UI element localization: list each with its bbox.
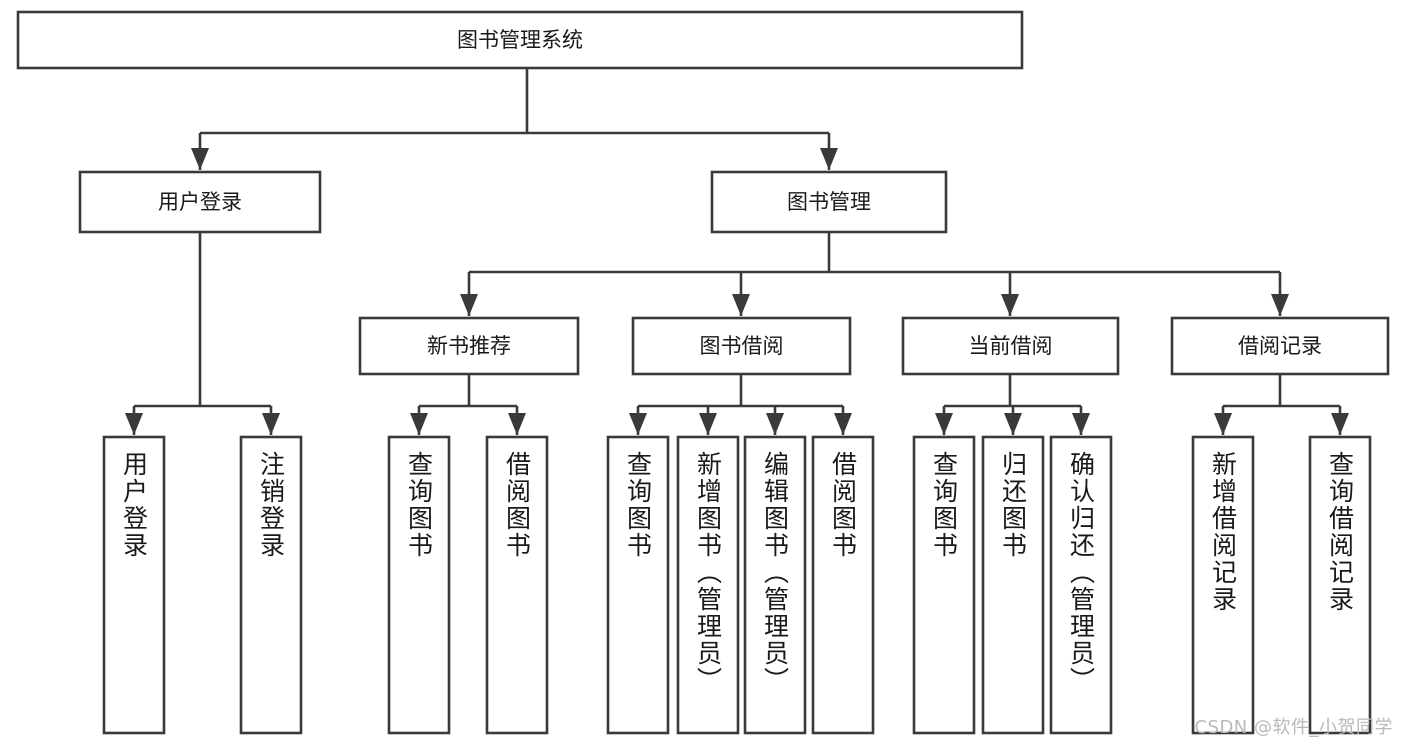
node-level3-3[interactable] — [1170, 316, 1390, 376]
node-leaf-10[interactable] — [1049, 435, 1113, 735]
connector-layer — [125, 68, 1349, 435]
arrow-head-icon — [1271, 294, 1289, 316]
arrow-head-icon — [262, 413, 280, 435]
node-leaf-9[interactable] — [981, 435, 1045, 735]
node-leaf-4[interactable] — [606, 435, 670, 735]
node-level3-label-1: 图书借阅 — [700, 334, 784, 358]
arrow-head-icon — [834, 413, 852, 435]
node-leaf-3[interactable] — [485, 435, 549, 735]
arrow-head-icon — [766, 413, 784, 435]
arrow-head-icon — [935, 413, 953, 435]
node-level3-label-3: 借阅记录 — [1238, 334, 1322, 358]
node-leaf-0[interactable] — [102, 435, 166, 735]
node-leaf-11[interactable] — [1191, 435, 1255, 735]
node-level2-label-0: 用户登录 — [158, 190, 242, 214]
node-level3-2[interactable] — [901, 316, 1120, 376]
arrow-head-icon — [820, 148, 838, 170]
node-level3-1[interactable] — [631, 316, 852, 376]
arrow-head-icon — [1004, 413, 1022, 435]
node-root-图书管理系统[interactable] — [16, 10, 1024, 70]
arrow-head-icon — [1001, 294, 1019, 316]
node-leaf-6[interactable] — [743, 435, 807, 735]
arrow-head-icon — [1072, 413, 1090, 435]
arrow-head-icon — [191, 148, 209, 170]
node-level2-0[interactable] — [78, 170, 322, 234]
arrow-head-icon — [125, 413, 143, 435]
node-leaf-7[interactable] — [811, 435, 875, 735]
arrow-head-icon — [460, 294, 478, 316]
arrow-head-icon — [508, 413, 526, 435]
node-leaf-5[interactable] — [676, 435, 740, 735]
arrow-head-icon — [410, 413, 428, 435]
node-leaf-2[interactable] — [387, 435, 451, 735]
arrow-head-icon — [699, 413, 717, 435]
arrow-head-icon — [629, 413, 647, 435]
node-level2-label-1: 图书管理 — [787, 190, 871, 214]
node-level3-label-0: 新书推荐 — [427, 334, 511, 358]
arrow-head-icon — [1331, 413, 1349, 435]
watermark: CSDN @软件_小贺同学 — [1194, 717, 1393, 738]
node-leaf-8[interactable] — [912, 435, 976, 735]
box-layer — [16, 10, 1390, 735]
arrow-head-icon — [1214, 413, 1232, 435]
node-level3-0[interactable] — [358, 316, 580, 376]
node-leaf-1[interactable] — [239, 435, 303, 735]
node-leaf-12[interactable] — [1308, 435, 1372, 735]
node-level2-1[interactable] — [710, 170, 948, 234]
arrow-head-icon — [732, 294, 750, 316]
node-root-label: 图书管理系统 — [457, 28, 583, 52]
node-level3-label-2: 当前借阅 — [969, 334, 1053, 358]
